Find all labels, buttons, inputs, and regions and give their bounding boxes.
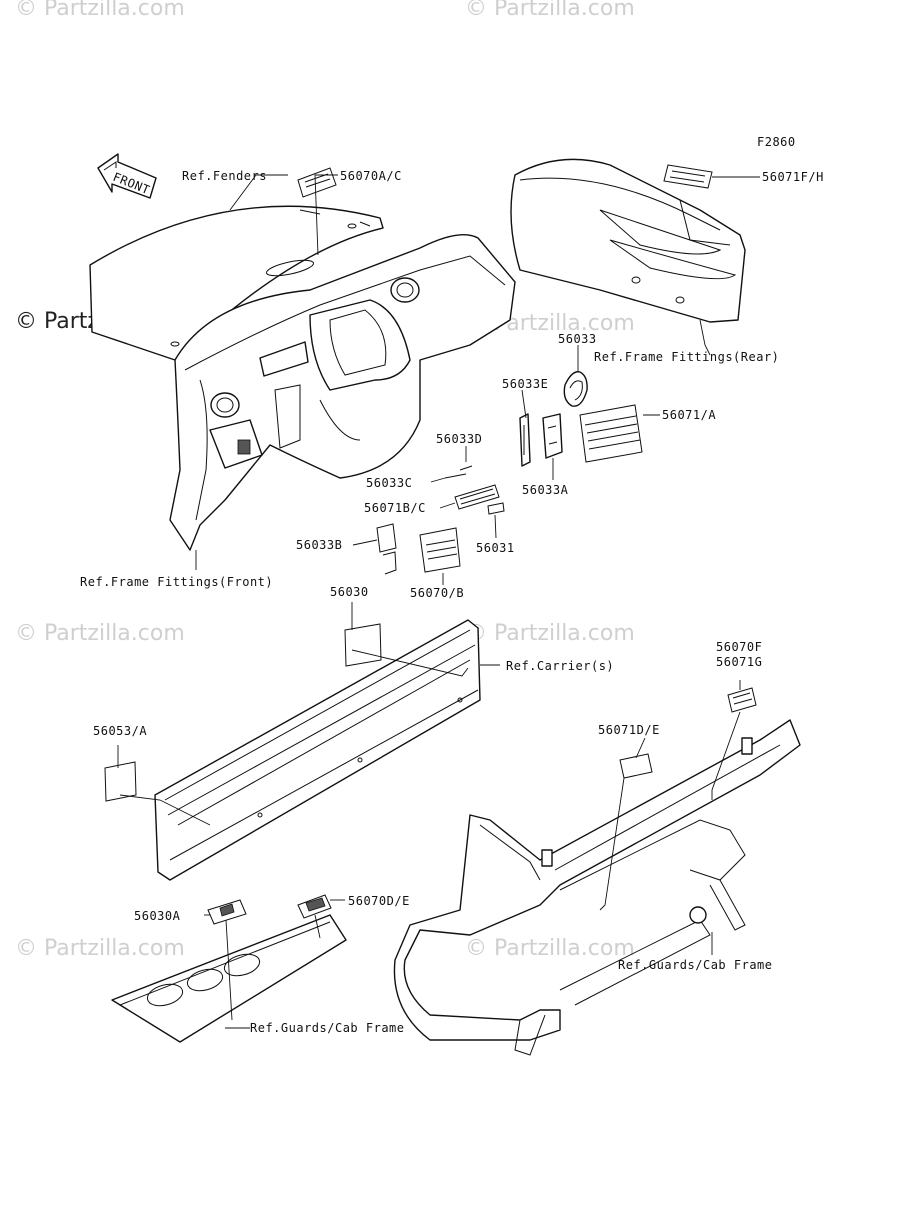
label-56071g: 56071G — [716, 655, 762, 669]
label-56033b: 56033B — [296, 538, 342, 552]
label-ref-carrier: Ref.Carrier(s) — [506, 659, 614, 673]
floor-plate — [111, 914, 347, 1043]
decal-56070de — [297, 894, 332, 919]
decal-56070f-56071g — [727, 687, 757, 713]
decal-56071de — [619, 753, 653, 779]
decal-56071fh — [663, 164, 713, 189]
dashboard-panel — [169, 234, 516, 551]
decal-56031 — [487, 502, 505, 515]
decal-56071a — [579, 404, 643, 463]
label-56030: 56030 — [330, 585, 369, 599]
watermark: © Partzilla.com — [465, 621, 635, 646]
label-56033d: 56033D — [436, 432, 482, 446]
label-56033e: 56033E — [502, 377, 548, 391]
decal-56070b — [419, 527, 461, 573]
label-56071a: 56071/A — [662, 408, 716, 422]
watermark: © Partzilla.com — [465, 0, 635, 21]
part-56033d — [459, 465, 473, 471]
label-56071fh: 56071F/H — [762, 170, 824, 184]
watermark: © Partzilla.com — [15, 0, 185, 21]
label-56033a: 56033A — [522, 483, 569, 497]
part-56033e — [519, 413, 531, 467]
part-56033c — [444, 473, 467, 479]
leader-lines — [117, 174, 760, 1029]
carrier-tailgate — [154, 619, 481, 881]
label-56053a: 56053/A — [93, 724, 147, 738]
callout-labels: Ref.Fenders 56070A/C 56071F/H 56033 Ref.… — [80, 169, 824, 1035]
label-ref-fenders: Ref.Fenders — [182, 169, 267, 183]
decal-56070ac — [297, 167, 337, 198]
decal-56030a — [207, 899, 247, 925]
decal-56030 — [344, 623, 382, 667]
label-56070b: 56070/B — [410, 586, 464, 600]
label-56031: 56031 — [476, 541, 515, 555]
label-ref-frame-front: Ref.Frame Fittings(Front) — [80, 575, 273, 589]
watermark: © Partzilla.com — [465, 936, 635, 961]
label-56033c: 56033C — [366, 476, 412, 490]
rear-cover-panel — [510, 158, 746, 323]
guard-cab-frame — [393, 719, 801, 1056]
watermark-layer: © Partzilla.com © Partzilla.com © Partzi… — [15, 0, 635, 961]
part-56033b — [376, 523, 397, 575]
label-56070f: 56070F — [716, 640, 762, 654]
watermark: © Partzilla.com — [15, 936, 185, 961]
label-56071de: 56071D/E — [598, 723, 660, 737]
part-56033a — [542, 413, 563, 459]
label-56070de: 56070D/E — [348, 894, 410, 908]
label-ref-guards-right: Ref.Guards/Cab Frame — [618, 958, 773, 972]
decal-56071bc — [454, 484, 500, 510]
decal-56053a — [104, 761, 137, 802]
label-56033: 56033 — [558, 332, 597, 346]
part-56033 — [563, 371, 588, 407]
front-arrow-icon: FRONT — [97, 153, 157, 199]
watermark: © Partzilla.com — [15, 621, 185, 646]
label-ref-guards-left: Ref.Guards/Cab Frame — [250, 1021, 405, 1035]
label-56070ac: 56070A/C — [340, 169, 402, 183]
label-56030a: 56030A — [134, 909, 181, 923]
figure-code: F2860 — [757, 135, 796, 149]
label-ref-frame-rear: Ref.Frame Fittings(Rear) — [594, 350, 779, 364]
label-56071bc: 56071B/C — [364, 501, 426, 515]
